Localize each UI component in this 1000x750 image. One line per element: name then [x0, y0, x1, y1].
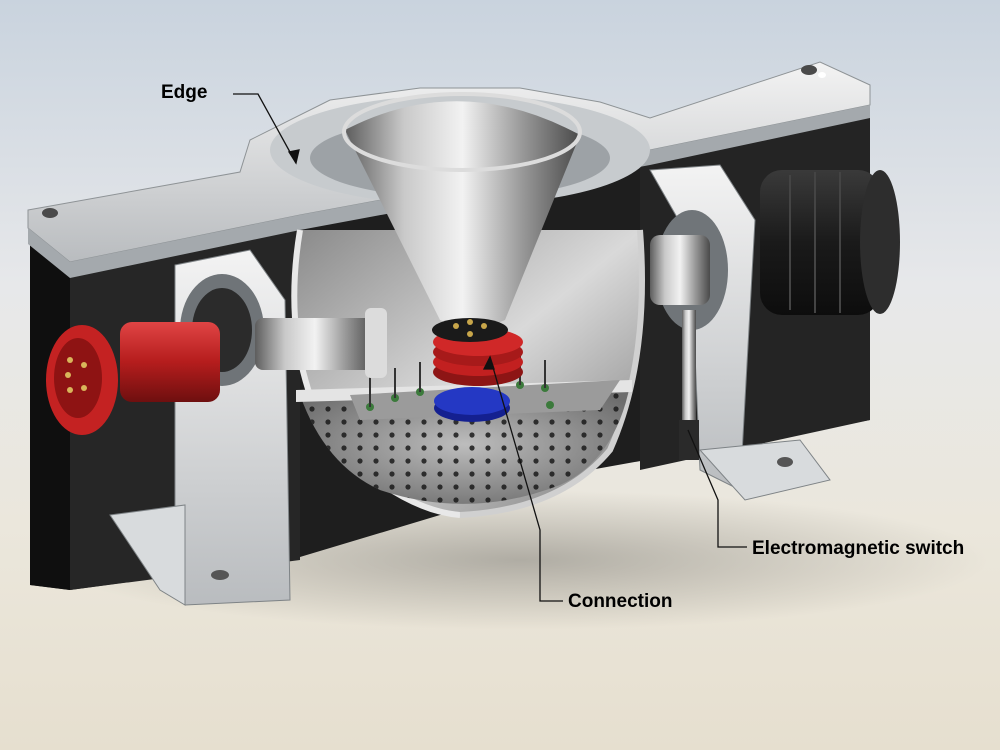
mounting-hole-left [42, 208, 58, 218]
blue-disc [434, 387, 510, 422]
power-connector [46, 322, 220, 435]
funnel-cone [342, 92, 582, 328]
mounting-hole-inner [818, 72, 826, 78]
label-electromagnetic-switch: Electromagnetic switch [752, 538, 965, 559]
callout-leaders [233, 93, 747, 602]
label-edge: Edge [161, 82, 208, 103]
edge-leader [233, 93, 297, 164]
connection-coil [432, 318, 523, 386]
label-connection: Connection [568, 591, 673, 612]
right-bracket [649, 164, 831, 501]
electromagnetic-switch-rod [679, 310, 699, 460]
mounting-hole-right [801, 65, 817, 75]
connection-leader [489, 356, 563, 602]
connection-arrowhead [482, 355, 495, 370]
edge-arrowhead [287, 149, 300, 165]
left-shaft [255, 308, 387, 378]
motor [760, 170, 900, 315]
switch-leader [687, 429, 747, 548]
